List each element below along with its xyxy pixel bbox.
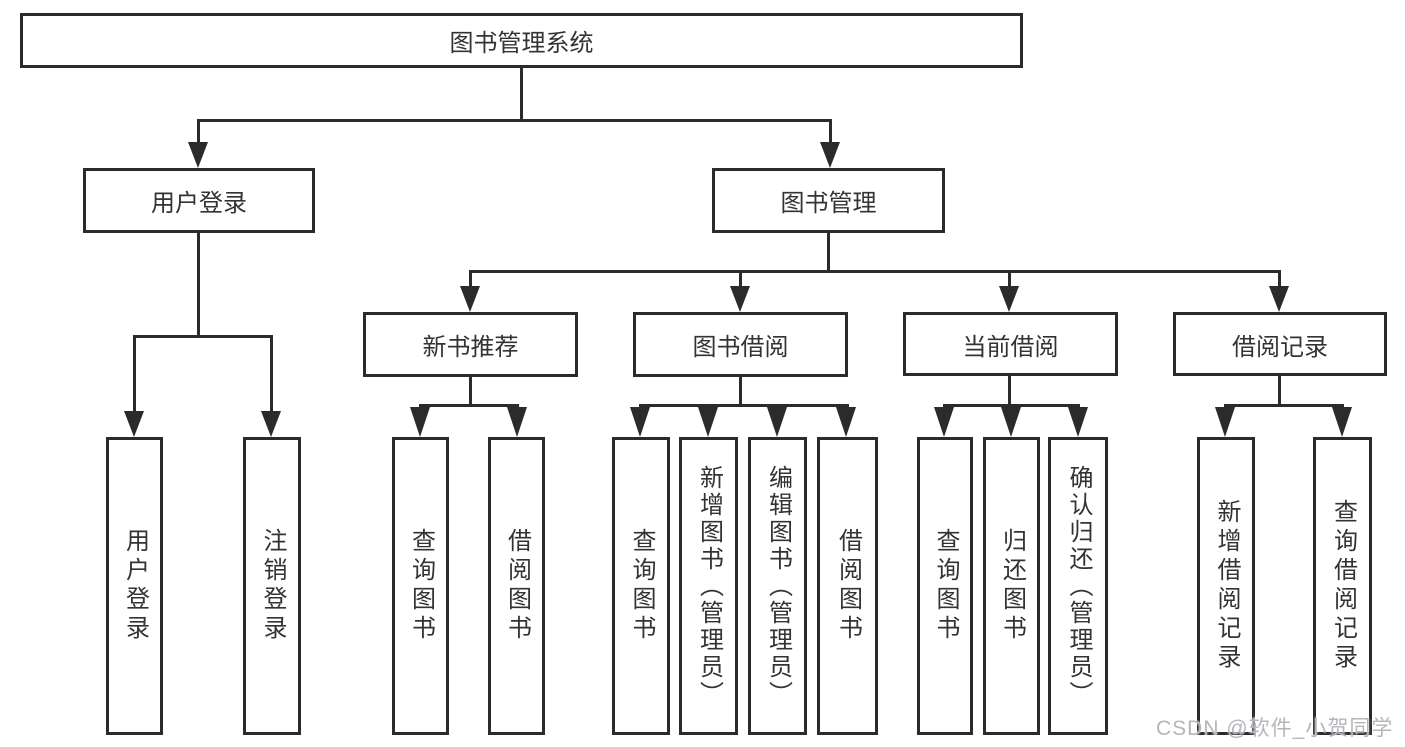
connector-arrowhead — [934, 407, 954, 437]
connector-line — [133, 335, 273, 338]
node-book-borrowing: 图书借阅 — [633, 312, 848, 377]
connector-line — [419, 404, 519, 407]
connector-line — [739, 375, 742, 406]
node-label: 新书推荐 — [422, 334, 519, 361]
node-library-system: 图书管理系统 — [20, 13, 1023, 68]
connector-line — [197, 231, 200, 337]
connector-line — [469, 270, 1281, 273]
connector-arrowhead — [730, 286, 750, 312]
connector-arrowhead — [460, 286, 480, 312]
leaf-records-query-record: 查询借阅记录 — [1313, 437, 1372, 735]
connector-line — [270, 335, 273, 413]
leaf-label: 查询借阅记录 — [1329, 499, 1357, 673]
leaf-recommend-query-books: 查询图书 — [392, 437, 449, 735]
leaf-label: 确认归还（管理员） — [1065, 464, 1092, 708]
node-label: 图书管理 — [780, 190, 877, 217]
leaf-borrowing-query-books: 查询图书 — [612, 437, 670, 735]
node-label: 图书管理系统 — [449, 30, 594, 57]
node-label: 用户登录 — [151, 190, 247, 217]
connector-arrowhead — [1068, 407, 1088, 437]
node-borrowing-records: 借阅记录 — [1173, 312, 1387, 376]
node-label: 当前借阅 — [962, 333, 1059, 361]
connector-arrowhead — [1001, 407, 1021, 437]
connector-line — [943, 404, 1080, 407]
leaf-borrowing-add-books-admin: 新增图书（管理员） — [679, 437, 738, 735]
connector-arrowhead — [999, 286, 1019, 312]
connector-line — [639, 404, 849, 407]
connector-line — [1008, 270, 1011, 290]
leaf-borrowing-borrow-books: 借阅图书 — [817, 437, 878, 735]
node-user-login: 用户登录 — [83, 168, 315, 233]
connector-line — [1224, 404, 1344, 407]
leaf-label: 新增图书（管理员） — [695, 464, 723, 708]
leaf-current-return-books: 归还图书 — [983, 437, 1040, 735]
connector-arrowhead — [630, 407, 650, 437]
connector-arrowhead — [507, 407, 527, 437]
node-label: 借阅记录 — [1232, 333, 1328, 361]
connector-arrowhead — [1215, 407, 1235, 437]
leaf-label: 新增借阅记录 — [1213, 499, 1240, 673]
connector-arrowhead — [410, 407, 430, 437]
leaf-borrowing-edit-books-admin: 编辑图书（管理员） — [748, 437, 807, 735]
connector-arrowhead — [1332, 407, 1352, 437]
connector-arrowhead — [698, 407, 718, 437]
node-current-borrowing: 当前借阅 — [903, 312, 1118, 376]
leaf-label: 用户登录 — [121, 528, 149, 644]
leaf-records-add-record: 新增借阅记录 — [1197, 437, 1255, 735]
leaf-label: 查询图书 — [932, 528, 959, 644]
connector-arrowhead — [124, 411, 144, 437]
connector-line — [520, 68, 523, 121]
connector-arrowhead — [836, 407, 856, 437]
leaf-recommend-borrow-books: 借阅图书 — [488, 437, 545, 735]
connector-line — [1008, 374, 1011, 406]
connector-line — [469, 270, 472, 290]
connector-line — [469, 375, 472, 406]
watermark: CSDN @软件_小贺同学 — [1156, 717, 1394, 740]
connector-arrowhead — [188, 142, 208, 168]
connector-arrowhead — [1269, 286, 1289, 312]
connector-line — [197, 119, 832, 122]
leaf-label: 借阅图书 — [834, 528, 862, 644]
leaf-logout-login: 注销登录 — [243, 437, 301, 735]
leaf-current-confirm-return-admin: 确认归还（管理员） — [1048, 437, 1108, 735]
connector-arrowhead — [767, 407, 787, 437]
leaf-user-login: 用户登录 — [106, 437, 163, 735]
connector-line — [1278, 270, 1281, 290]
node-new-book-recommend: 新书推荐 — [363, 312, 578, 377]
leaf-label: 归还图书 — [998, 528, 1026, 644]
connector-line — [739, 270, 742, 290]
node-label: 图书借阅 — [692, 334, 789, 361]
connector-arrowhead — [820, 142, 840, 168]
connector-line — [1278, 374, 1281, 406]
leaf-current-query-books: 查询图书 — [917, 437, 973, 735]
leaf-label: 编辑图书（管理员） — [764, 464, 792, 708]
leaf-label: 查询图书 — [628, 528, 655, 644]
connector-line — [197, 119, 200, 147]
connector-line — [133, 335, 136, 413]
leaf-label: 查询图书 — [407, 528, 435, 644]
leaf-label: 注销登录 — [259, 528, 286, 644]
node-book-management: 图书管理 — [712, 168, 945, 233]
connector-line — [827, 231, 830, 273]
leaf-label: 借阅图书 — [503, 528, 531, 644]
connector-line — [829, 119, 832, 147]
connector-arrowhead — [261, 411, 281, 437]
